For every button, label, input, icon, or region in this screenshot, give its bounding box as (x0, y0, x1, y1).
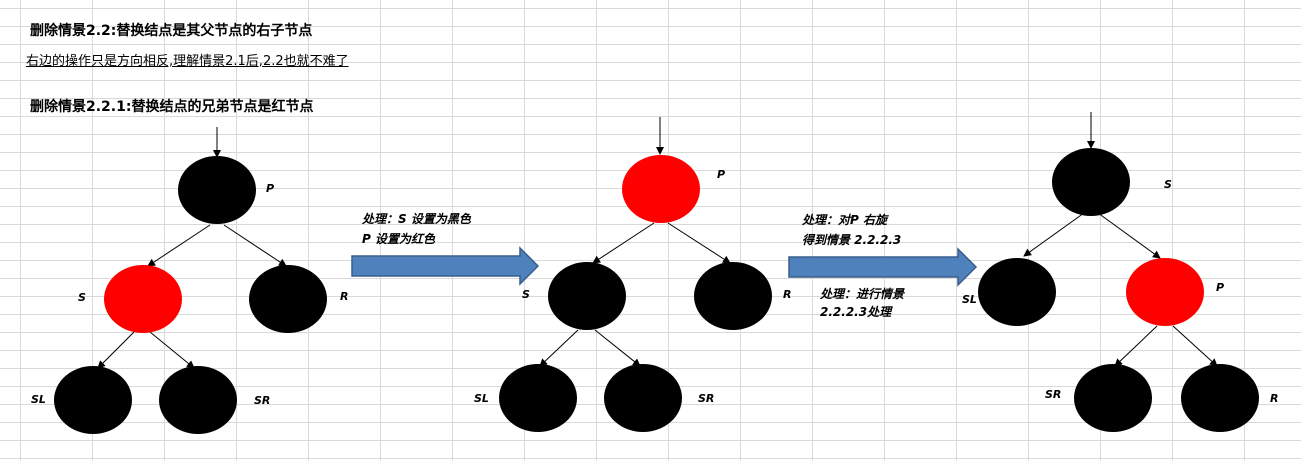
step2-line4: 2.2.2.3处理 (820, 305, 893, 319)
edge (149, 331, 195, 369)
step1-line1: 处理：S 设置为黑色 (361, 212, 472, 226)
label-p: P (1216, 281, 1224, 294)
node-s-red (104, 265, 182, 333)
edge (1097, 212, 1161, 259)
edge (592, 222, 655, 264)
edge (1114, 325, 1158, 367)
edge (97, 331, 135, 369)
label-sr: SR (254, 394, 270, 407)
edge (594, 329, 641, 367)
node-r (1181, 364, 1259, 432)
label-sl: SL (962, 293, 977, 306)
node-sr (1074, 364, 1152, 432)
node-sl (54, 366, 132, 434)
node-p-red (1126, 258, 1204, 326)
node-sr (604, 364, 682, 432)
edge (1172, 325, 1218, 367)
edge (1023, 212, 1085, 257)
node-s (548, 262, 626, 330)
label-sr: SR (1045, 388, 1061, 401)
node-p (178, 156, 256, 224)
node-r (694, 262, 772, 330)
step2-line3: 处理：进行情景 (819, 287, 905, 301)
node-sl (978, 258, 1056, 326)
step1-line2: P 设置为红色 (362, 232, 436, 246)
label-r: R (783, 288, 791, 301)
label-r: R (340, 290, 348, 303)
edge (147, 224, 211, 267)
label-p: P (266, 182, 274, 195)
node-p-red (622, 155, 700, 223)
node-s (1052, 148, 1130, 216)
section-subtitle: 右边的操作只是方向相反,理解情景2.1后,2.2也就不难了 (26, 54, 349, 69)
section-title: 删除情景2.2:替换结点是其父节点的右子节点 (30, 23, 313, 39)
node-sl (499, 364, 577, 432)
transform-arrow-2 (788, 247, 978, 287)
label-s: S (78, 291, 86, 304)
edge (539, 329, 579, 367)
step2-line2: 得到情景 2.2.2.3 (802, 233, 901, 247)
case-title: 删除情景2.2.1:替换结点的兄弟节点是红节点 (30, 99, 314, 115)
transform-arrow-1 (351, 246, 540, 286)
label-s: S (1164, 178, 1172, 191)
label-s: S (522, 288, 530, 301)
label-sl: SL (474, 392, 489, 405)
edge (667, 222, 731, 264)
label-sl: SL (31, 393, 46, 406)
label-sr: SR (698, 392, 714, 405)
label-r: R (1270, 392, 1278, 405)
step2-line1: 处理：对P 右旋 (801, 213, 889, 227)
node-r (249, 265, 327, 333)
edge (223, 224, 287, 267)
node-sr (159, 366, 237, 434)
label-p: P (717, 168, 725, 181)
